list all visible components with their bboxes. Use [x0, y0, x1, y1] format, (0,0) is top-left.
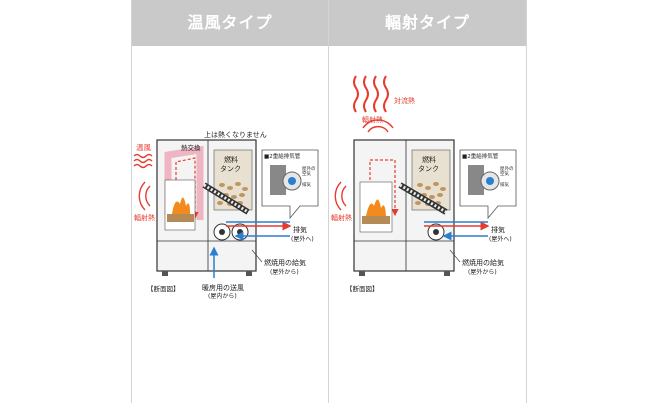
pipe-exhaust-label: 排気 [500, 181, 509, 188]
exhaust-sub-label: (屋外へ) [291, 235, 314, 243]
panel-header [329, 0, 526, 46]
pipe-wall-icon [468, 165, 484, 195]
leader-line [449, 249, 461, 263]
right-heater-diagram: 対流熱 輻射熱 燃料タンク [331, 75, 517, 293]
foot [359, 271, 365, 276]
leader-line [251, 249, 263, 263]
foot [246, 271, 252, 276]
warm-air-waves [133, 153, 153, 169]
foot [444, 271, 450, 276]
flame-icon [366, 199, 386, 216]
pipe-wall-icon [270, 165, 286, 195]
combustion-air-label: 燃焼用の給気 [264, 258, 306, 267]
foot [162, 271, 168, 276]
radiant-heat-label: 輻射熱 [134, 213, 155, 222]
heating-air-label: 暖房用の送風 [202, 283, 244, 292]
radiant-heat-arcs-side [334, 181, 347, 211]
heat-exchanger-label: 熱交換 [181, 143, 201, 152]
auger-thread [203, 183, 249, 214]
panel-header [132, 0, 328, 46]
combustion-air-label: 燃焼用の給気 [462, 258, 504, 267]
combustion-air-sub-label: (屋外から) [468, 268, 497, 276]
fuel-pellets [167, 214, 194, 222]
radiant-heat-arcs [138, 181, 151, 211]
fuel-pellets [362, 216, 390, 224]
auger-thread [399, 183, 447, 214]
section-label: 【断面図】 [147, 284, 180, 293]
flame-icon [172, 197, 190, 214]
convection-heat-label: 対流熱 [394, 96, 415, 105]
exhaust-label: 排気 [491, 225, 505, 234]
top-note-label: 上は熱くなりません [204, 130, 267, 139]
pipe-outdoor-air-label: 屋外の空気 [302, 165, 316, 177]
left-heater-diagram: 上は熱くなりません 熱交換 燃料タンク [133, 130, 319, 300]
exhaust-sub-label: (屋外へ) [489, 235, 512, 243]
fuel-tank-label: 燃料タンク [418, 155, 439, 173]
radiant-heat-arcs-top [362, 119, 394, 133]
radiant-heat-side-label: 輻射熱 [331, 213, 352, 222]
pipe-outdoor-air-label: 屋外の空気 [500, 165, 514, 177]
panel-title: 輻射タイプ [384, 13, 470, 32]
pipe-title: ■2重給排気管 [264, 152, 301, 160]
pipe-title: ■2重給排気管 [462, 152, 499, 160]
pipe-exhaust-label: 排気 [302, 181, 311, 188]
warm-air-label: 温風 [136, 143, 151, 152]
convection-heat-waves [353, 75, 389, 113]
heating-air-sub-label: (屋内から) [208, 292, 237, 300]
combustion-air-sub-label: (屋外から) [270, 268, 299, 276]
exhaust-label: 排気 [293, 225, 307, 234]
panel-title: 温風タイプ [187, 13, 273, 32]
section-label: 【断面図】 [346, 284, 379, 293]
radiant-heat-top-label: 輻射熱 [362, 115, 383, 124]
fuel-tank-label: 燃料タンク [220, 155, 241, 173]
